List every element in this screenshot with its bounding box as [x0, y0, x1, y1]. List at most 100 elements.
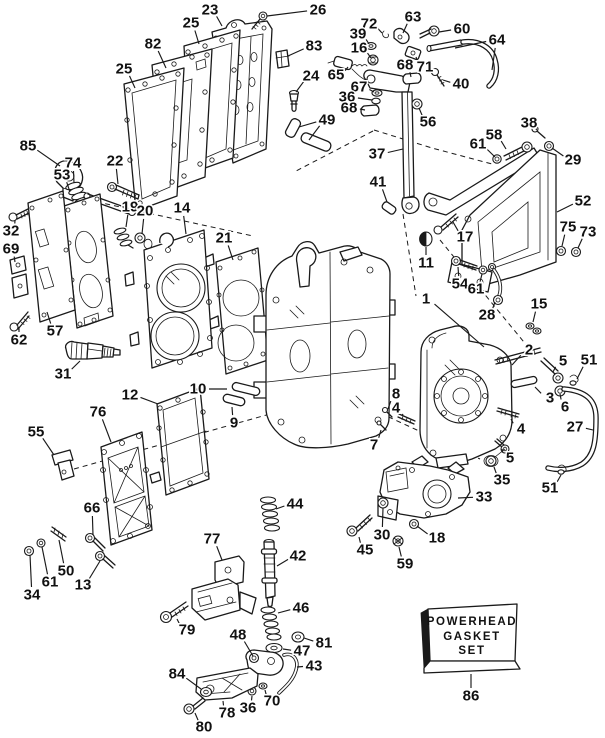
callout-leader-15 [532, 311, 537, 323]
callout-13: 13 [75, 577, 92, 594]
grommet-81 [291, 631, 305, 643]
valve-body-77 [191, 555, 257, 621]
clip-55 [51, 449, 75, 481]
bolt-45 [346, 514, 373, 537]
exhaust-cover-stack [123, 11, 290, 212]
callout-44: 44 [287, 496, 304, 513]
plunger-42 [260, 538, 278, 608]
ground-wire-28 [487, 262, 504, 306]
callout-55: 55 [28, 424, 45, 441]
nut-61-bottom [36, 538, 46, 548]
callout-78: 78 [219, 705, 236, 722]
callout-2: 2 [525, 342, 533, 359]
callout-48: 48 [230, 627, 247, 644]
callout-leader-25 [194, 30, 200, 45]
callout-leader-73 [577, 238, 583, 249]
screw-38 [531, 125, 546, 139]
bottom-left-fasteners [23, 526, 116, 569]
callout-12: 12 [122, 387, 139, 404]
bolt-80 [183, 697, 206, 715]
callout-leader-7 [378, 429, 382, 438]
callout-leader-68 [409, 72, 412, 78]
right-hardware [376, 347, 599, 475]
callout-53: 53 [54, 167, 71, 184]
callout-leader-68 [359, 108, 366, 111]
nut-56 [411, 98, 423, 110]
callout-62: 62 [11, 332, 28, 349]
callout-52: 52 [575, 193, 592, 210]
clamp-51-upper [569, 374, 579, 386]
callout-56: 56 [420, 114, 437, 131]
callout-38: 38 [521, 115, 538, 132]
callout-22: 22 [107, 153, 124, 170]
callout-6: 6 [561, 399, 569, 416]
callout-77: 77 [204, 531, 221, 548]
callout-leader-59 [398, 546, 402, 557]
callout-leader-30 [381, 507, 384, 528]
callout-leader-39 [365, 39, 370, 45]
clamp-69 [9, 255, 29, 299]
head-cover-plate-57 [27, 190, 76, 323]
cotter-pin-72 [382, 30, 389, 39]
callout-leader-46 [277, 609, 291, 614]
callout-leader-42 [276, 558, 289, 567]
callout-leader-50 [58, 539, 65, 564]
callout-leader-64 [454, 40, 487, 49]
callout-leader-5 [501, 448, 504, 453]
callout-leader-29 [551, 147, 564, 157]
callout-leader-58 [500, 140, 507, 150]
callout-23: 23 [202, 2, 219, 19]
callout-leader-35 [493, 466, 497, 474]
clamp-51-lower [557, 464, 567, 475]
washer-59 [392, 535, 404, 547]
intake-plate-76 [100, 431, 162, 546]
washer-20 [134, 232, 153, 250]
callout-27: 27 [567, 419, 584, 436]
callout-leader-6 [559, 393, 562, 400]
callout-57: 57 [47, 323, 64, 340]
mid-hardware [419, 213, 542, 335]
fuel-line-64 [426, 38, 500, 89]
callout-leader-31 [71, 360, 81, 370]
callout-leader-52 [556, 203, 574, 213]
callout-42: 42 [290, 548, 307, 565]
callout-70: 70 [264, 693, 281, 710]
callout-leader-78 [222, 700, 225, 706]
check-valve-19 [113, 227, 134, 249]
reed-valve-assembly [159, 496, 305, 715]
bolt-22 [106, 181, 140, 200]
callout-leader-26 [266, 10, 308, 17]
callout-leader-34 [29, 554, 33, 588]
callout-41: 41 [370, 174, 387, 191]
callout-4: 4 [392, 400, 401, 417]
callout-67: 67 [351, 79, 368, 96]
bolt-60 [419, 25, 440, 39]
callout-65: 65 [328, 67, 345, 84]
callout-leader-65 [344, 66, 349, 71]
callout-59: 59 [397, 556, 414, 573]
callout-leader-19 [125, 214, 129, 228]
washer-73 [570, 246, 582, 258]
callout-leader-38 [535, 128, 538, 131]
link-41 [381, 201, 397, 215]
callout-49: 49 [319, 112, 336, 129]
callout-51: 51 [542, 480, 559, 497]
callout-36: 36 [339, 89, 356, 106]
callout-43: 43 [306, 658, 323, 675]
washer-70 [258, 682, 268, 690]
nut-75 [555, 245, 567, 257]
callout-leader-2 [511, 354, 522, 366]
callout-11: 11 [418, 255, 434, 272]
callout-85: 85 [20, 138, 37, 155]
stud-50 [50, 526, 67, 542]
callout-leader-74 [72, 170, 75, 184]
callout-leader-47 [282, 648, 292, 651]
bolt-5-upper [540, 357, 564, 384]
washer-18 [408, 518, 420, 530]
pin-3 [510, 375, 538, 389]
callout-leader-37 [387, 148, 404, 154]
callout-35: 35 [494, 472, 511, 489]
washer-84 [199, 686, 213, 698]
fitting-24 [288, 89, 300, 112]
screw-8 [381, 406, 393, 418]
